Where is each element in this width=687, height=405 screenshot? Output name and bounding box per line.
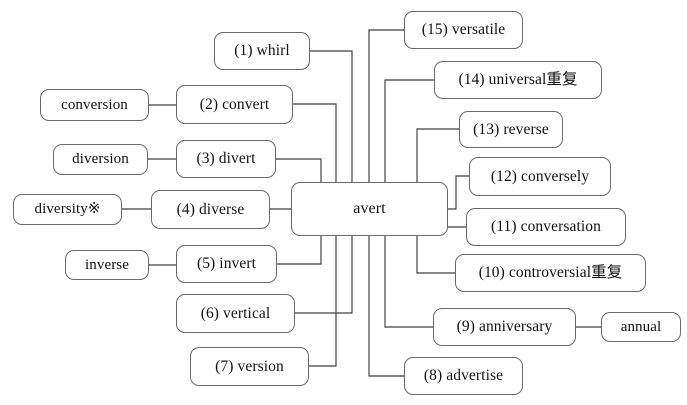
- node-inverse[interactable]: inverse: [65, 250, 149, 280]
- node-label: (14) universal重复: [458, 71, 578, 89]
- node-label: avert: [353, 200, 386, 217]
- node-anniversary[interactable]: (9) anniversary: [433, 308, 576, 346]
- node-label: (3) divert: [196, 150, 256, 168]
- node-convert[interactable]: (2) convert: [176, 85, 293, 124]
- node-controversial[interactable]: (10) controversial重复: [455, 254, 646, 292]
- node-label: (12) conversely: [490, 167, 590, 185]
- node-label: (13) reverse: [473, 120, 549, 138]
- node-label: (5) invert: [196, 255, 257, 273]
- node-versatile[interactable]: (15) versatile: [404, 11, 523, 49]
- node-annual[interactable]: annual: [601, 312, 681, 342]
- node-label: conversion: [61, 96, 128, 113]
- node-label: (1) whirl: [234, 42, 290, 60]
- node-whirl[interactable]: (1) whirl: [214, 32, 310, 70]
- link-convert-avert: [293, 103, 337, 182]
- link-universal-avert: [384, 79, 434, 182]
- link-versatile-avert: [368, 29, 404, 182]
- node-label: (10) controversial重复: [478, 264, 623, 282]
- node-avert[interactable]: avert: [291, 182, 448, 236]
- link-divert-avert: [276, 158, 322, 182]
- node-version[interactable]: (7) version: [190, 347, 309, 386]
- node-label: (15) versatile: [421, 21, 506, 39]
- node-conversion[interactable]: conversion: [40, 89, 149, 121]
- node-label: annual: [620, 318, 662, 335]
- node-diversion[interactable]: diversion: [53, 144, 148, 175]
- link-vertical-avert: [295, 236, 353, 314]
- node-diversity[interactable]: diversity※: [13, 194, 122, 225]
- node-label: (8) advertise: [423, 367, 504, 385]
- node-vertical[interactable]: (6) vertical: [176, 294, 295, 333]
- node-invert[interactable]: (5) invert: [176, 245, 277, 283]
- node-label: diversion: [72, 151, 129, 167]
- node-label: (4) diverse: [176, 200, 245, 218]
- node-label: (11) conversation: [490, 218, 602, 236]
- node-universal[interactable]: (14) universal重复: [434, 61, 602, 99]
- node-reverse[interactable]: (13) reverse: [459, 111, 563, 148]
- link-reverse-avert: [416, 128, 459, 182]
- node-label: diversity※: [34, 201, 101, 217]
- link-conversely-avert: [448, 175, 469, 210]
- link-invert-avert: [277, 236, 322, 265]
- node-divert[interactable]: (3) divert: [176, 140, 276, 178]
- node-label: (9) anniversary: [456, 318, 553, 336]
- link-controversial-avert: [416, 236, 455, 274]
- node-conversely[interactable]: (12) conversely: [469, 157, 611, 196]
- node-diverse[interactable]: (4) diverse: [151, 190, 270, 229]
- node-conversation[interactable]: (11) conversation: [466, 208, 626, 246]
- node-label: (6) vertical: [200, 304, 271, 322]
- link-version-avert: [309, 236, 337, 367]
- node-label: (7) version: [215, 357, 284, 375]
- node-advertise[interactable]: (8) advertise: [404, 357, 523, 395]
- link-anniversary-avert: [384, 236, 433, 328]
- node-label: (2) convert: [199, 95, 270, 113]
- link-whirl-avert: [310, 50, 353, 182]
- link-advertise-avert: [368, 236, 404, 377]
- node-label: inverse: [84, 256, 129, 273]
